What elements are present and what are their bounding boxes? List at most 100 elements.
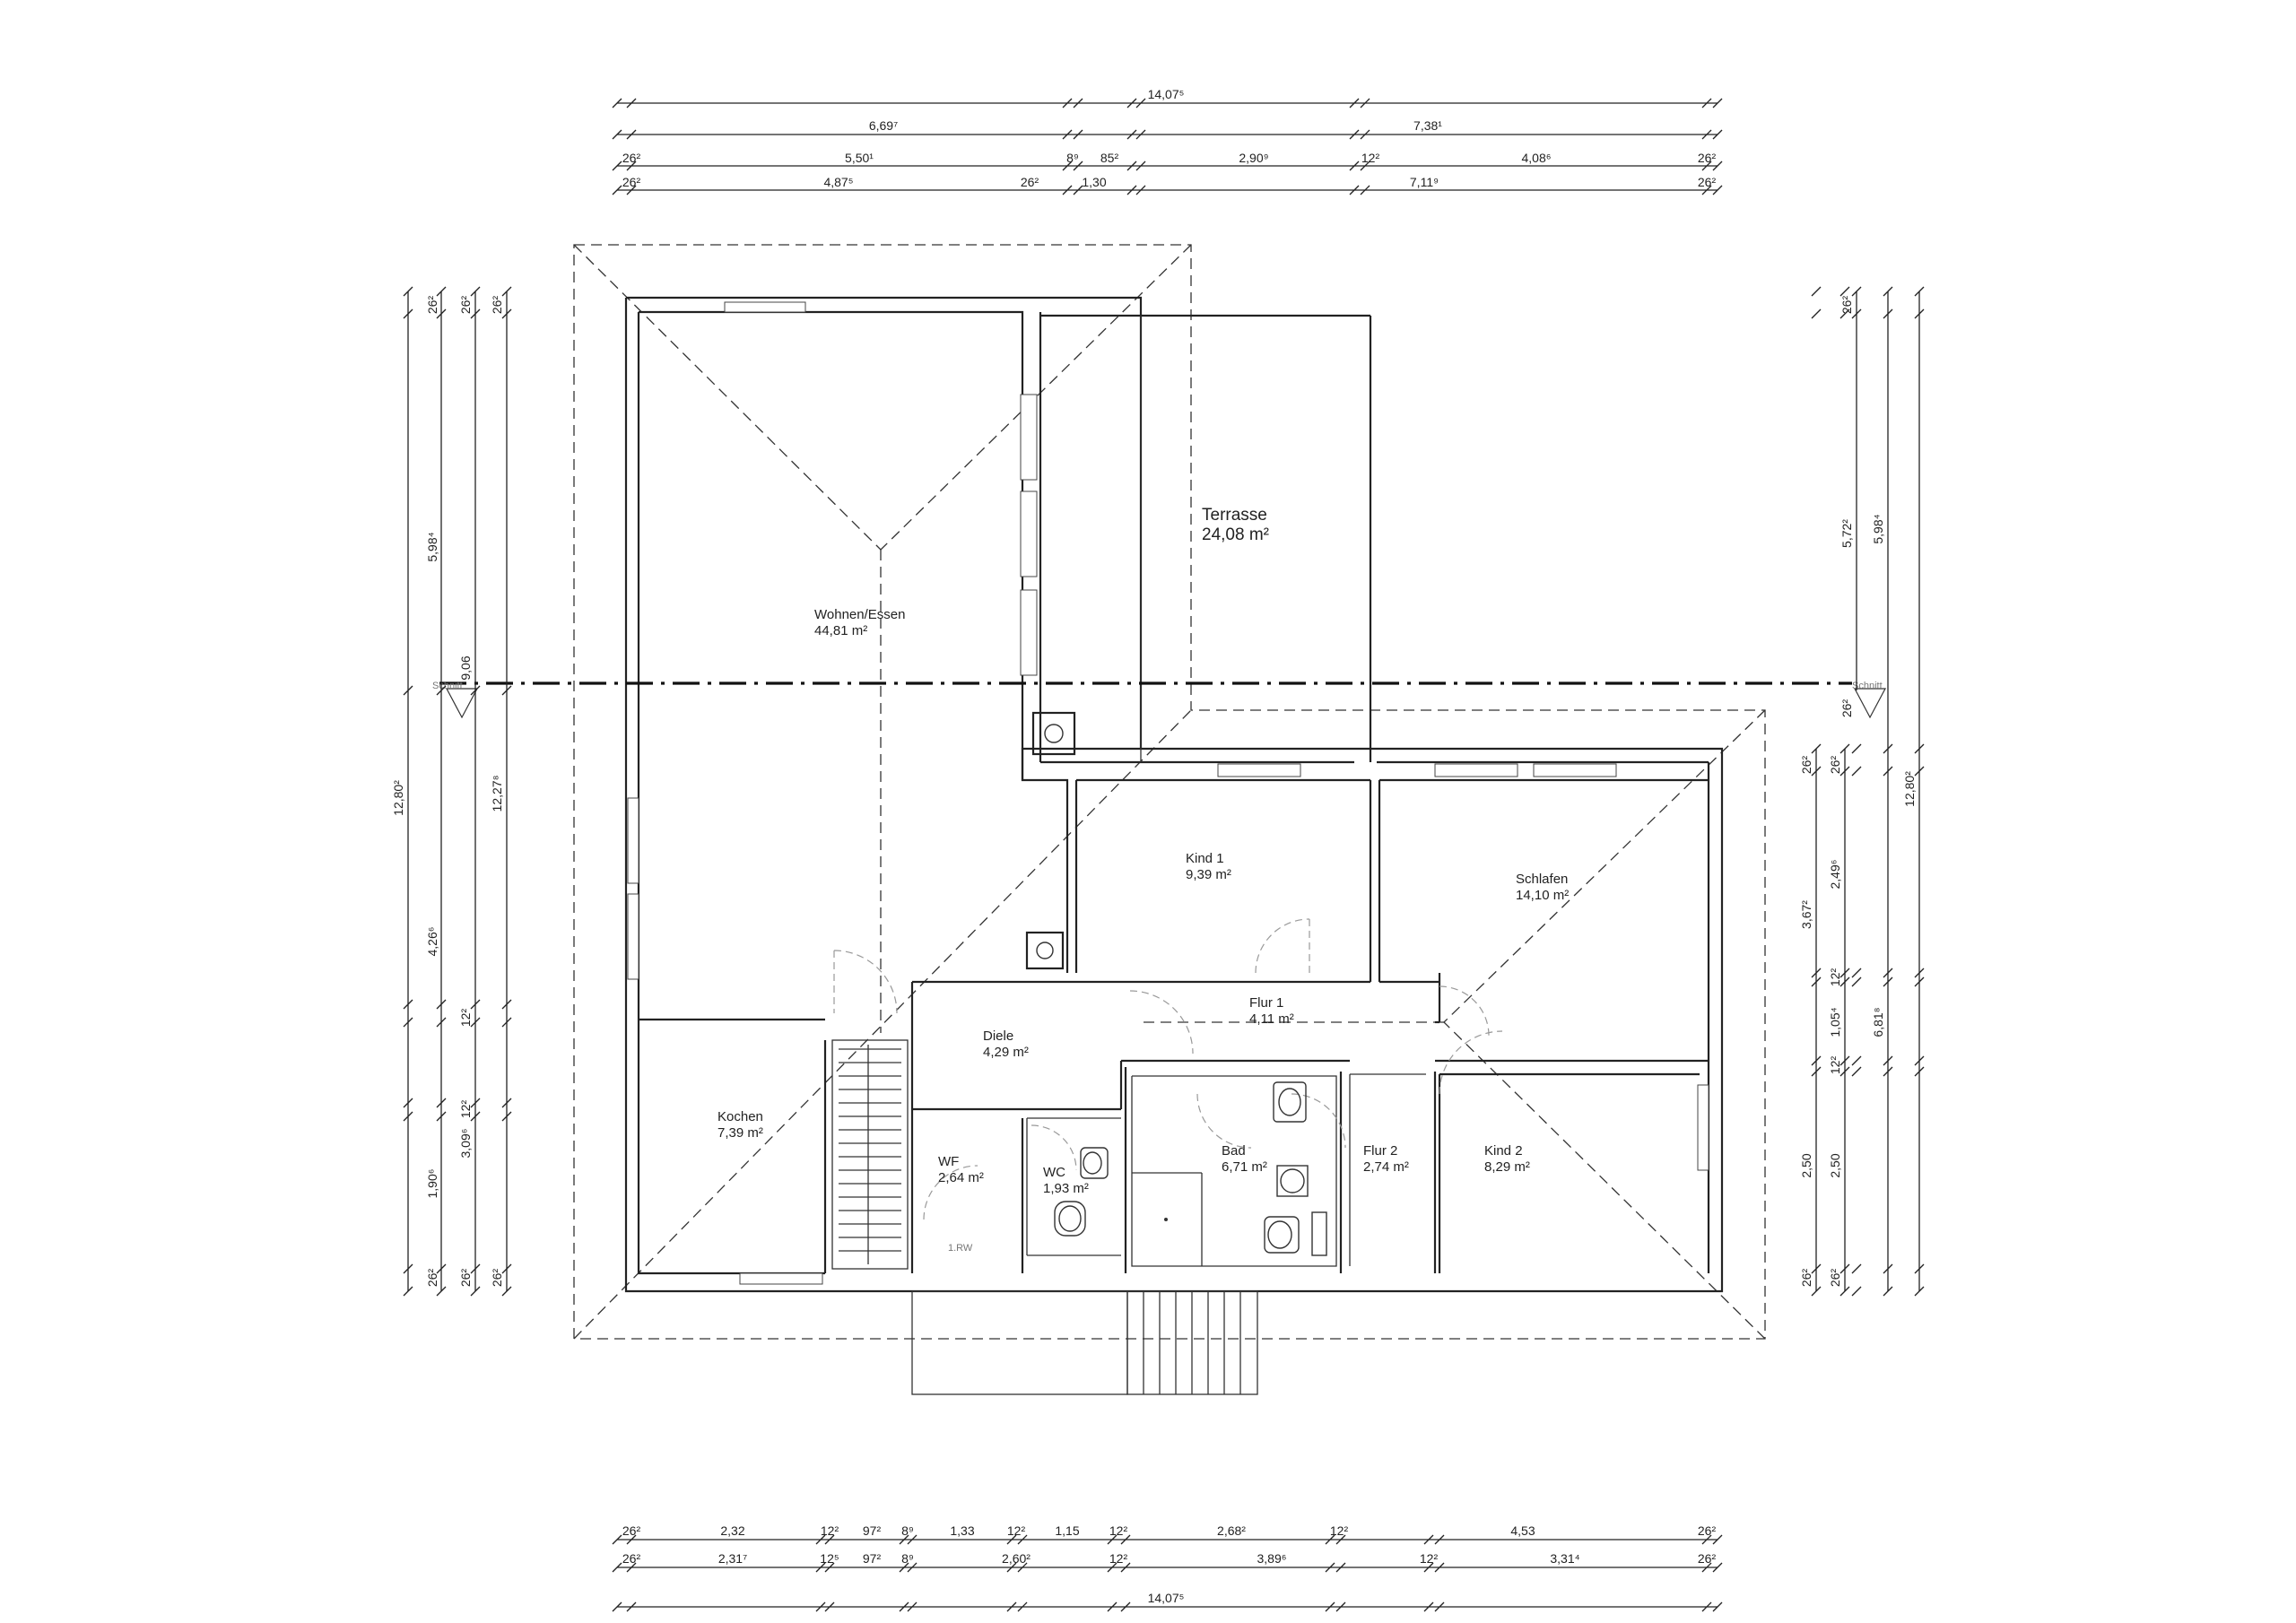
room-area-flur2: 2,74 m² <box>1363 1159 1409 1175</box>
dimension-tick <box>612 1562 622 1573</box>
top-dim-row2-a: 6,69⁷ <box>869 118 898 133</box>
top-dim-total: 14,07⁵ <box>1148 87 1185 101</box>
dimension-tick <box>436 286 447 297</box>
dimension-tick <box>1062 161 1073 171</box>
room-area-wf: 2,64 m² <box>938 1170 984 1185</box>
left-dim-c3-d: 26² <box>490 1269 504 1288</box>
dimension-tick <box>1126 161 1137 171</box>
dimension-tick <box>1017 1562 1028 1573</box>
dimension-tick <box>403 999 413 1010</box>
dimension-tick <box>1883 1066 1893 1077</box>
dimension-tick <box>436 1286 447 1297</box>
dimension-tick <box>1914 308 1925 319</box>
dimension-tick <box>907 1562 918 1573</box>
room-area-wc: 1,93 m² <box>1043 1181 1089 1196</box>
dimension-tick <box>1811 308 1822 319</box>
bottom-dim-row2-g: 12² <box>1109 1551 1128 1566</box>
top-dim-row4-b: 4,87⁵ <box>823 175 853 189</box>
left-dim-c1-a: 26² <box>425 296 439 315</box>
bottom-dim-row1-a: 26² <box>622 1523 641 1538</box>
dimension-tick <box>1006 1534 1017 1545</box>
dimension-tick <box>1811 1066 1822 1077</box>
dimension-tick <box>1073 129 1083 140</box>
dimension-tick <box>403 308 413 319</box>
dimension-tick <box>501 1286 512 1297</box>
dimension-tick <box>1135 161 1146 171</box>
dimension-tick <box>1120 1601 1131 1612</box>
dimension-tick <box>612 98 622 108</box>
dimension-tick <box>436 1111 447 1122</box>
bottom-dim-row2-a: 26² <box>622 1551 641 1566</box>
left-dim-c2-e: 26² <box>458 1269 473 1288</box>
dimension-tick <box>1135 185 1146 195</box>
right-dim-outer: 12,80² <box>1902 771 1917 807</box>
room-name-kochen: Kochen <box>718 1109 763 1124</box>
dimension-tick <box>1883 968 1893 978</box>
dimension-tick <box>899 1562 909 1573</box>
dimension-tick <box>1914 1066 1925 1077</box>
room-name-wohnen: Wohnen/Essen <box>814 607 905 622</box>
bottom-dim-row2-e: 8⁹ <box>901 1551 914 1566</box>
bottom-dim-row2-d: 97² <box>863 1551 882 1566</box>
dimension-tick <box>1325 1562 1335 1573</box>
room-area-flur1: 4,11 m² <box>1249 1011 1294 1027</box>
room-name-diele: Diele <box>983 1028 1013 1044</box>
dimension-tick <box>1839 976 1850 987</box>
dimension-tick <box>626 185 637 195</box>
bottom-dim-row1-g: 12² <box>1007 1523 1026 1538</box>
dimension-tick <box>501 308 512 319</box>
dimension-tick <box>626 1601 637 1612</box>
left-dim-c1-d: 1,90⁶ <box>425 1168 439 1198</box>
dimension-tick <box>470 1111 481 1122</box>
dimension-tick <box>1062 185 1073 195</box>
dimension-tick <box>1712 1601 1723 1612</box>
doors <box>833 918 1503 1220</box>
dimension-tick <box>907 1601 918 1612</box>
right-dim-c2-d: 1,05⁴ <box>1828 1007 1842 1037</box>
right-dim-c1-d: 26² <box>1799 1269 1813 1288</box>
top-dim-row4-c: 26² <box>1021 175 1039 189</box>
dimension-tick <box>1883 1286 1893 1297</box>
dimension-tick <box>1073 161 1083 171</box>
top-dim-row3-g: 4,08⁶ <box>1521 151 1551 165</box>
dimension-tick <box>1017 1601 1028 1612</box>
walls <box>624 296 1724 1293</box>
dimension-tick <box>1914 743 1925 754</box>
room-name-terrasse: Terrasse <box>1202 506 1267 525</box>
dimension-tick <box>1349 161 1360 171</box>
dimension-tick <box>1851 968 1862 978</box>
dimension-tick <box>1851 286 1862 297</box>
top-dim-row3-e: 2,90⁹ <box>1239 151 1268 165</box>
right-dim-c2-g: 26² <box>1828 1269 1842 1288</box>
dimension-tick <box>470 999 481 1010</box>
dimension-tick <box>436 1263 447 1274</box>
dimension-tick <box>501 685 512 696</box>
dimension-tick <box>1126 185 1137 195</box>
dimension-tick <box>1883 976 1893 987</box>
sanitary-fixtures <box>1054 1081 1327 1256</box>
top-dimension-chains: 14,07⁵ 6,69⁷ 7,38¹ 26² 5,50¹ 8⁹ 85² 2,90… <box>612 87 1723 195</box>
dimension-tick <box>470 1017 481 1028</box>
top-dim-row3-b: 5,50¹ <box>845 151 874 165</box>
dimension-tick <box>612 1601 622 1612</box>
left-dimension-chains: 12,80² 26² 5,98⁴ 4,26⁶ 1,90⁶ 26² 26² 9,0… <box>391 286 512 1297</box>
bottom-dim-row1-h: 1,15 <box>1055 1523 1079 1538</box>
dimension-tick <box>1360 185 1370 195</box>
dimension-tick <box>824 1601 835 1612</box>
dimension-tick <box>815 1601 826 1612</box>
dimension-tick <box>1701 185 1712 195</box>
room-area-wohnen: 44,81 m² <box>814 623 867 638</box>
dimension-tick <box>1126 98 1137 108</box>
dimension-tick <box>1914 968 1925 978</box>
dimension-tick <box>1349 98 1360 108</box>
dimension-tick <box>1701 161 1712 171</box>
dimension-tick <box>1712 1534 1723 1545</box>
room-name-flur2: Flur 2 <box>1363 1143 1397 1159</box>
dimension-tick <box>1883 286 1893 297</box>
top-dim-row4-f: 26² <box>1698 175 1717 189</box>
dimension-tick <box>1851 308 1862 319</box>
right-dim-c2-b: 2,49⁶ <box>1828 859 1842 889</box>
dimension-tick <box>1914 1263 1925 1274</box>
right-dim-c4-b: 6,81⁸ <box>1871 1007 1885 1037</box>
entrance-steps <box>911 1290 1258 1395</box>
